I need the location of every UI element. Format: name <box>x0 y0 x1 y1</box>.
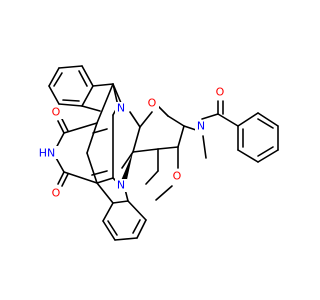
methoxy-group <box>155 146 179 201</box>
nh-imide-label: HN <box>39 147 56 160</box>
n-indole-bottom-label: N <box>117 179 125 192</box>
o-amide-label: O <box>216 86 225 99</box>
n-methyl-benzamide <box>183 100 279 163</box>
upper-benzene-ring <box>48 65 94 107</box>
o-carbonyl-top-label: O <box>52 106 61 119</box>
atom-labels: N N O O O HN O N O <box>37 86 227 200</box>
bridged-ring-system <box>120 105 185 185</box>
n-amide-label: N <box>197 120 205 133</box>
imide-ring <box>54 118 98 187</box>
n-indole-top-label: N <box>117 102 125 115</box>
o-bridge-label: O <box>148 97 157 110</box>
molecule-structure: N N O O O HN O N O <box>37 65 279 241</box>
o-methoxy-label: O <box>173 170 182 183</box>
lower-benzene-ring <box>102 200 147 241</box>
central-aromatic-ring <box>86 83 114 184</box>
o-carbonyl-bottom-label: O <box>52 187 61 200</box>
